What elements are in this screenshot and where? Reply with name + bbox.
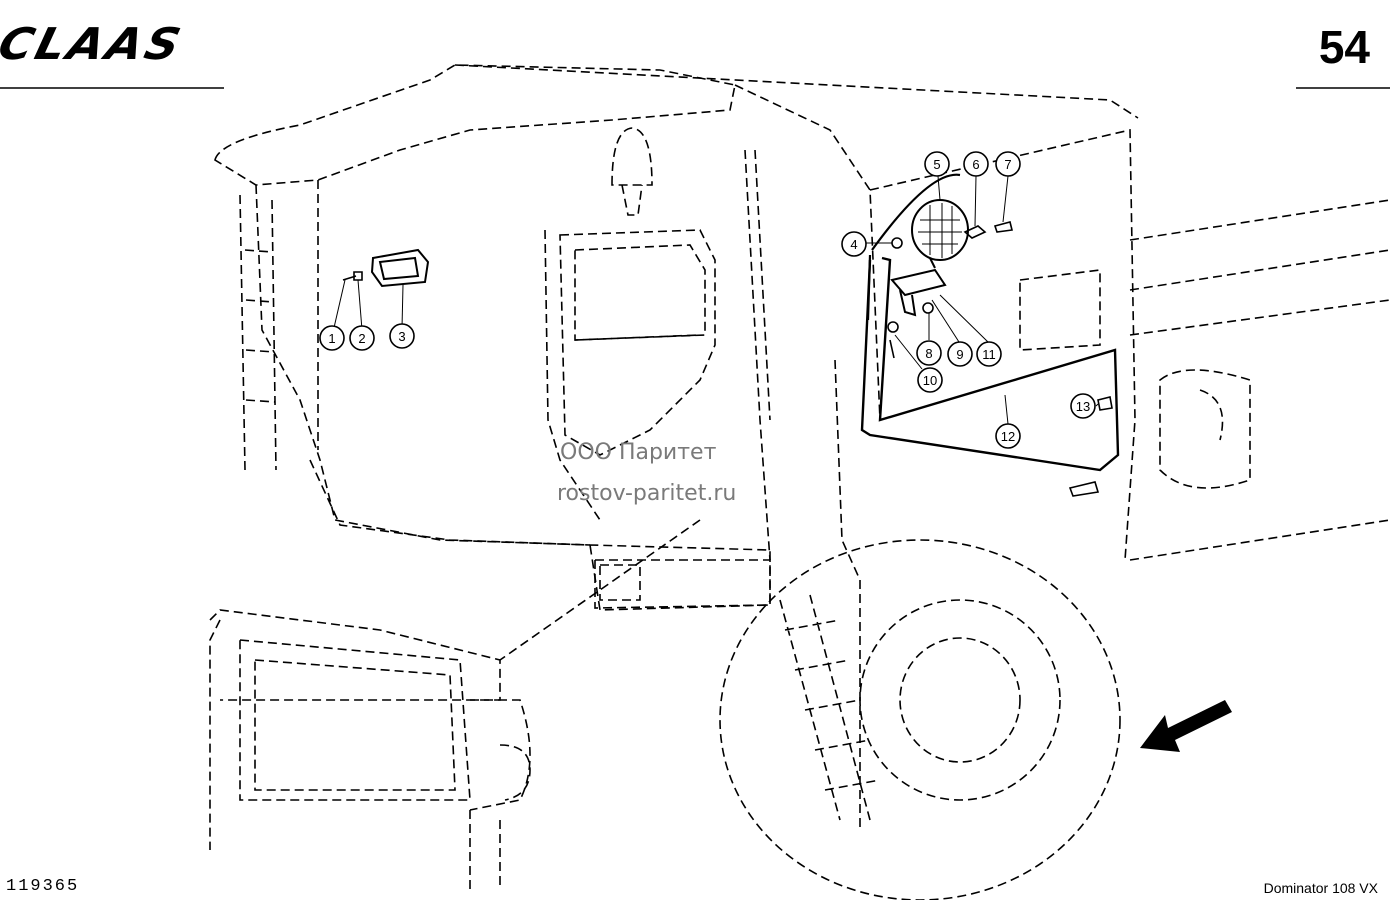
leader-6 xyxy=(974,175,977,227)
engine-side xyxy=(1159,369,1251,489)
callout-circle-1 xyxy=(319,325,345,351)
callout-circle-13 xyxy=(1070,393,1096,419)
cab-rear-pillar xyxy=(744,149,771,561)
callout-13: 13 xyxy=(1076,399,1090,414)
feeder-line xyxy=(209,519,701,850)
cab-rear-pillar-2 xyxy=(754,149,771,421)
chassis-line xyxy=(469,810,501,890)
cab-front-left xyxy=(255,184,591,546)
watermark-url: rostov-paritet.ru xyxy=(557,481,737,506)
cab-side-back xyxy=(734,84,881,421)
leader-5 xyxy=(937,175,941,201)
front-axle-hub xyxy=(499,744,531,801)
side-lamp-bracket xyxy=(866,173,961,321)
work-lamp-grid xyxy=(918,203,962,258)
front-axle xyxy=(469,699,531,811)
leader-7 xyxy=(1002,175,1009,223)
lower-frame xyxy=(209,609,501,801)
callout-circle-6 xyxy=(963,151,989,177)
callout-7: 7 xyxy=(1004,157,1011,172)
lamp-washer-8 xyxy=(922,302,934,314)
lamp-nut-4 xyxy=(891,237,903,249)
lamp-switch-6-7 xyxy=(963,221,1013,239)
lamp-bolt-10 xyxy=(889,339,895,359)
cab-left-ladder-rails xyxy=(239,194,277,471)
leader-11 xyxy=(939,294,989,343)
front-light-screw xyxy=(342,271,363,281)
drawing-number: 119365 xyxy=(6,877,80,896)
callout-6: 6 xyxy=(972,157,979,172)
callout-5: 5 xyxy=(933,157,940,172)
callout-circle-2 xyxy=(349,325,375,351)
leader-10 xyxy=(894,334,923,370)
callout-circle-12 xyxy=(995,423,1021,449)
side-access-panel xyxy=(860,256,1120,472)
leader-2 xyxy=(357,279,363,331)
ladder-handrail xyxy=(834,359,861,830)
roof-top-line xyxy=(454,64,1139,119)
front-lamp-housing xyxy=(594,559,771,609)
leader-13 xyxy=(1095,403,1099,407)
cab-roof-outline xyxy=(214,64,736,186)
front-work-light xyxy=(370,248,430,288)
air-box xyxy=(1019,269,1101,351)
callout-circle-11 xyxy=(976,341,1002,367)
leader-12 xyxy=(1004,394,1009,425)
callout-8: 8 xyxy=(925,346,932,361)
work-lamp-mount xyxy=(890,257,947,297)
rear-wheel-hub xyxy=(899,637,1021,763)
callout-12: 12 xyxy=(1001,429,1015,444)
callout-4: 4 xyxy=(850,237,857,252)
cab-window-frame xyxy=(559,229,716,456)
leader-9 xyxy=(931,299,960,343)
watermark-company: ООО Паритет xyxy=(560,440,717,465)
page-number: 54 xyxy=(1318,21,1370,73)
panel-hinge xyxy=(1068,481,1100,497)
callout-3: 3 xyxy=(398,329,405,344)
callout-9: 9 xyxy=(956,347,963,362)
work-lamp-body xyxy=(911,199,969,261)
cab-window-inner xyxy=(574,244,706,341)
panel-latch-13 xyxy=(1097,396,1113,411)
rear-wheel-inner xyxy=(859,599,1061,801)
callout-circle-8 xyxy=(916,340,942,366)
callout-circle-4 xyxy=(841,231,867,257)
model-label: Dominator 108 VX xyxy=(1263,880,1378,896)
callout-circle-3 xyxy=(389,323,415,349)
lamp-swing-arm xyxy=(899,289,917,317)
callout-circle-9 xyxy=(947,341,973,367)
cab-window-mid xyxy=(574,334,701,341)
callout-2: 2 xyxy=(358,331,365,346)
body-rails xyxy=(1129,199,1390,561)
rotating-beacon xyxy=(611,127,653,216)
leader-3 xyxy=(401,284,404,329)
callout-10: 10 xyxy=(923,373,937,388)
cab-access-ladder xyxy=(779,594,881,821)
leader-1 xyxy=(332,279,346,333)
callout-circle-7 xyxy=(995,151,1021,177)
arrow-down-left-icon xyxy=(1140,700,1232,752)
front-hood xyxy=(309,459,771,611)
callout-circle-10 xyxy=(917,367,943,393)
callout-circle-5 xyxy=(924,151,950,177)
callout-11: 11 xyxy=(982,347,996,362)
lamp-washer-10 xyxy=(887,321,899,333)
cab-door-frame xyxy=(544,229,601,521)
callout-1: 1 xyxy=(328,331,335,346)
rear-wheel-outer xyxy=(719,539,1121,900)
